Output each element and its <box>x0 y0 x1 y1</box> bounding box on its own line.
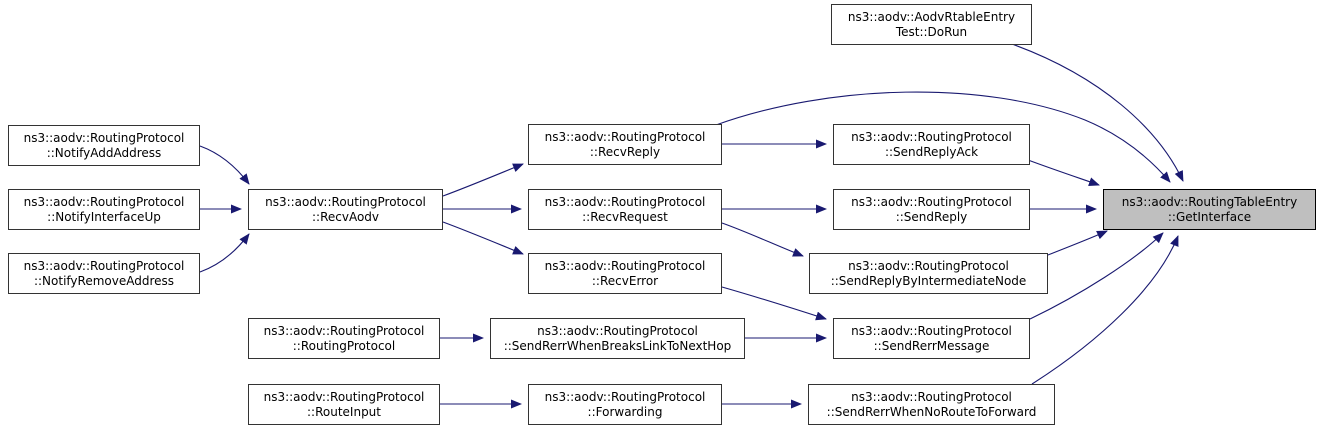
node-label-line2: Test::DoRun <box>895 24 968 39</box>
node-sendreplyack[interactable]: ns3::aodv::RoutingProtocol ::SendReplyAc… <box>833 124 1030 165</box>
node-label-line1: ns3::aodv::RoutingProtocol <box>23 130 185 145</box>
node-routeinput[interactable]: ns3::aodv::RoutingProtocol ::RouteInput <box>248 384 440 425</box>
node-label-line1: ns3::aodv::RoutingProtocol <box>263 389 425 404</box>
node-label-line1: ns3::aodv::RoutingProtocol <box>23 194 185 209</box>
node-sendreply[interactable]: ns3::aodv::RoutingProtocol ::SendReply <box>833 189 1030 230</box>
node-recvreply[interactable]: ns3::aodv::RoutingProtocol ::RecvReply <box>528 124 722 165</box>
edge-recvreply-to-getinterface <box>715 91 1171 183</box>
node-label-line2: ::SendRerrWhenBreaksLinkToNextHop <box>503 338 732 353</box>
node-label-line1: ns3::aodv::RoutingProtocol <box>851 129 1012 144</box>
node-label-line1: ns3::aodv::RoutingProtocol <box>544 258 706 273</box>
edge-sendreplybyintermediatenode-to-getinterface <box>1047 230 1108 256</box>
node-label-line1: ns3::aodv::RoutingProtocol <box>851 389 1012 404</box>
edge-notifyaddaddress-to-recvaodv <box>199 145 250 185</box>
node-label-line1: ns3::aodv::RoutingProtocol <box>544 389 706 404</box>
edge-sendreplyack-to-getinterface <box>1027 159 1100 186</box>
node-label-line2: ::RecvError <box>591 273 659 288</box>
node-recvaodv[interactable]: ns3::aodv::RoutingProtocol ::RecvAodv <box>248 189 443 230</box>
node-label-line2: ::SendRerrMessage <box>873 338 990 353</box>
node-label-line1: ns3::aodv::RoutingProtocol <box>851 194 1012 209</box>
node-notifyremoveaddress[interactable]: ns3::aodv::RoutingProtocol ::NotifyRemov… <box>8 253 200 294</box>
node-label-line1: ns3::aodv::RoutingProtocol <box>544 194 706 209</box>
node-sendrerrwhenbreakslinktonexthop[interactable]: ns3::aodv::RoutingProtocol ::SendRerrWhe… <box>490 318 745 359</box>
node-label-line2: ::SendRerrWhenNoRouteToForward <box>826 404 1037 419</box>
node-notifyinterfaceup[interactable]: ns3::aodv::RoutingProtocol ::NotifyInter… <box>8 189 200 230</box>
edge-recvaodv-to-recverror <box>442 221 524 255</box>
node-label-line2: ::RouteInput <box>307 404 381 419</box>
node-label-line2: ::NotifyAddAddress <box>46 145 162 160</box>
node-label-line1: ns3::aodv::RoutingProtocol <box>851 323 1012 338</box>
node-label-line1: ns3::aodv::RoutingTableEntry <box>1121 194 1298 209</box>
node-aodvrtableentrytest-dorun[interactable]: ns3::aodv::AodvRtableEntry Test::DoRun <box>831 4 1032 45</box>
node-label-line1: ns3::aodv::RoutingProtocol <box>23 258 185 273</box>
node-label-line2: ::Forwarding <box>587 404 663 419</box>
edge-dorun-to-getinterface <box>1011 43 1184 182</box>
node-label-line1: ns3::aodv::RoutingProtocol <box>263 323 425 338</box>
edge-sendrerrnoroute-to-getinterface <box>1031 235 1179 385</box>
node-recverror[interactable]: ns3::aodv::RoutingProtocol ::RecvError <box>528 253 722 294</box>
node-sendrerrwhennoroutetoforward[interactable]: ns3::aodv::RoutingProtocol ::SendRerrWhe… <box>808 384 1055 425</box>
edge-sendrerrmessage-to-getinterface <box>1029 232 1164 320</box>
node-label-line2: ::SendReplyByIntermediateNode <box>830 273 1027 288</box>
edge-notifyremoveaddress-to-recvaodv <box>199 233 250 273</box>
edge-recverror-to-sendrerrmessage <box>721 286 827 321</box>
node-label-line2: ::NotifyRemoveAddress <box>33 273 175 288</box>
node-label-line1: ns3::aodv::RoutingProtocol <box>265 194 426 209</box>
node-routingtableentry-getinterface: ns3::aodv::RoutingTableEntry ::GetInterf… <box>1103 189 1316 230</box>
node-notifyaddaddress[interactable]: ns3::aodv::RoutingProtocol ::NotifyAddAd… <box>8 125 200 166</box>
node-forwarding[interactable]: ns3::aodv::RoutingProtocol ::Forwarding <box>528 384 722 425</box>
node-label-line2: ::GetInterface <box>1167 209 1252 224</box>
node-label-line2: ::SendReply <box>895 209 968 224</box>
node-sendrerrmessage[interactable]: ns3::aodv::RoutingProtocol ::SendRerrMes… <box>833 318 1030 359</box>
node-routingprotocol-constructor[interactable]: ns3::aodv::RoutingProtocol ::RoutingProt… <box>248 318 440 359</box>
edge-recvaodv-to-recvreply <box>442 163 524 197</box>
node-label-line2: ::NotifyInterfaceUp <box>47 209 161 224</box>
node-label-line1: ns3::aodv::AodvRtableEntry <box>847 9 1016 24</box>
node-label-line2: ::RecvAodv <box>311 209 380 224</box>
node-label-line2: ::RecvReply <box>589 144 661 159</box>
node-label-line2: ::SendReplyAck <box>884 144 979 159</box>
node-label-line1: ns3::aodv::RoutingProtocol <box>848 258 1009 273</box>
node-label-line2: ::RoutingProtocol <box>292 338 396 353</box>
node-label-line2: ::RecvRequest <box>582 209 668 224</box>
node-sendreplybyintermediatenode[interactable]: ns3::aodv::RoutingProtocol ::SendReplyBy… <box>809 253 1048 294</box>
edge-recvrequest-to-sendreplybyintermediatenode <box>721 222 804 257</box>
node-recvrequest[interactable]: ns3::aodv::RoutingProtocol ::RecvRequest <box>528 189 722 230</box>
node-label-line1: ns3::aodv::RoutingProtocol <box>537 323 698 338</box>
node-label-line1: ns3::aodv::RoutingProtocol <box>544 129 706 144</box>
